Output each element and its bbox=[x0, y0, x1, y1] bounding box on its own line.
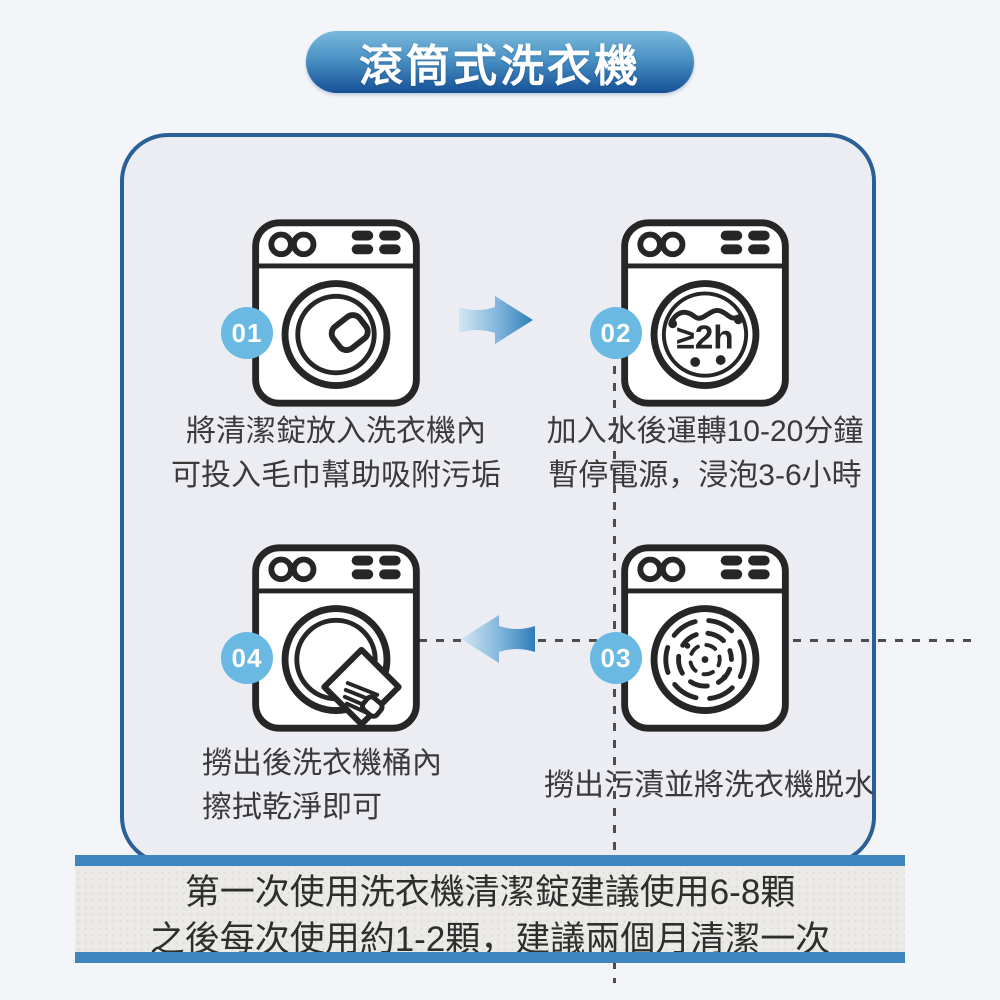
step1-caption-line2: 可投入毛巾幫助吸附污垢 bbox=[171, 458, 501, 492]
banner-top-stripe bbox=[75, 855, 905, 866]
washing-machine-wipe-icon bbox=[252, 544, 420, 732]
step2-caption: 加入水後運轉10-20分鐘 暫停電源，浸泡3-6小時 bbox=[512, 410, 898, 497]
step2-number-badge: 02 bbox=[590, 307, 642, 359]
page-title: 滾筒式洗衣機 bbox=[359, 42, 641, 91]
step3-number: 03 bbox=[600, 642, 632, 673]
step2-caption-line1: 加入水後運轉10-20分鐘 bbox=[546, 415, 864, 448]
step2-illustration: ≥2h 02 bbox=[590, 215, 794, 411]
step3-number-badge: 03 bbox=[590, 632, 642, 684]
banner-bottom-stripe bbox=[75, 952, 905, 963]
step1-caption-line1: 將清潔錠放入洗衣機內 bbox=[186, 415, 486, 448]
step1-number-badge: 01 bbox=[221, 307, 273, 359]
step1-caption: 將清潔錠放入洗衣機內 可投入毛巾幫助吸附污垢 bbox=[144, 410, 528, 497]
step3-caption-line1: 撈出污漬並將洗衣機脱水 bbox=[544, 769, 874, 802]
usage-note-line1: 第一次使用洗衣機清潔錠建議使用6-8顆 bbox=[184, 873, 796, 912]
step3-caption: 撈出污漬並將洗衣機脱水 bbox=[509, 764, 909, 808]
step1-number: 01 bbox=[231, 317, 263, 348]
step3-illustration: 03 bbox=[590, 540, 794, 736]
flow-arrow-left-icon bbox=[461, 615, 535, 663]
steps-panel: 01 bbox=[120, 133, 980, 983]
usage-note-banner: 第一次使用洗衣機清潔錠建議使用6-8顆 之後每次使用約1-2顆，建議兩個月清潔一… bbox=[75, 855, 905, 963]
washing-machine-tablet-icon bbox=[252, 219, 420, 407]
step4-caption-line1: 撈出後洗衣機桶內 bbox=[202, 747, 442, 780]
flow-arrow-right-icon bbox=[459, 296, 533, 344]
step2-number: 02 bbox=[600, 317, 632, 348]
step1-illustration: 01 bbox=[221, 215, 425, 411]
step4-number: 04 bbox=[231, 642, 263, 673]
step2-caption-line2: 暫停電源，浸泡3-6小時 bbox=[548, 458, 862, 492]
soak-duration-label: ≥2h bbox=[676, 319, 733, 356]
step4-illustration: 04 bbox=[221, 540, 425, 736]
usage-note-text: 第一次使用洗衣機清潔錠建議使用6-8顆 之後每次使用約1-2顆，建議兩個月清潔一… bbox=[75, 869, 905, 964]
step4-caption-line2: 擦拭乾淨即可 bbox=[202, 790, 382, 824]
step4-caption: 撈出後洗衣機桶內 擦拭乾淨即可 bbox=[202, 742, 542, 829]
step4-number-badge: 04 bbox=[221, 632, 273, 684]
washing-machine-soak-icon: ≥2h bbox=[621, 219, 789, 407]
title-banner: 滾筒式洗衣機 bbox=[306, 31, 694, 93]
washing-machine-spin-icon bbox=[621, 544, 789, 732]
